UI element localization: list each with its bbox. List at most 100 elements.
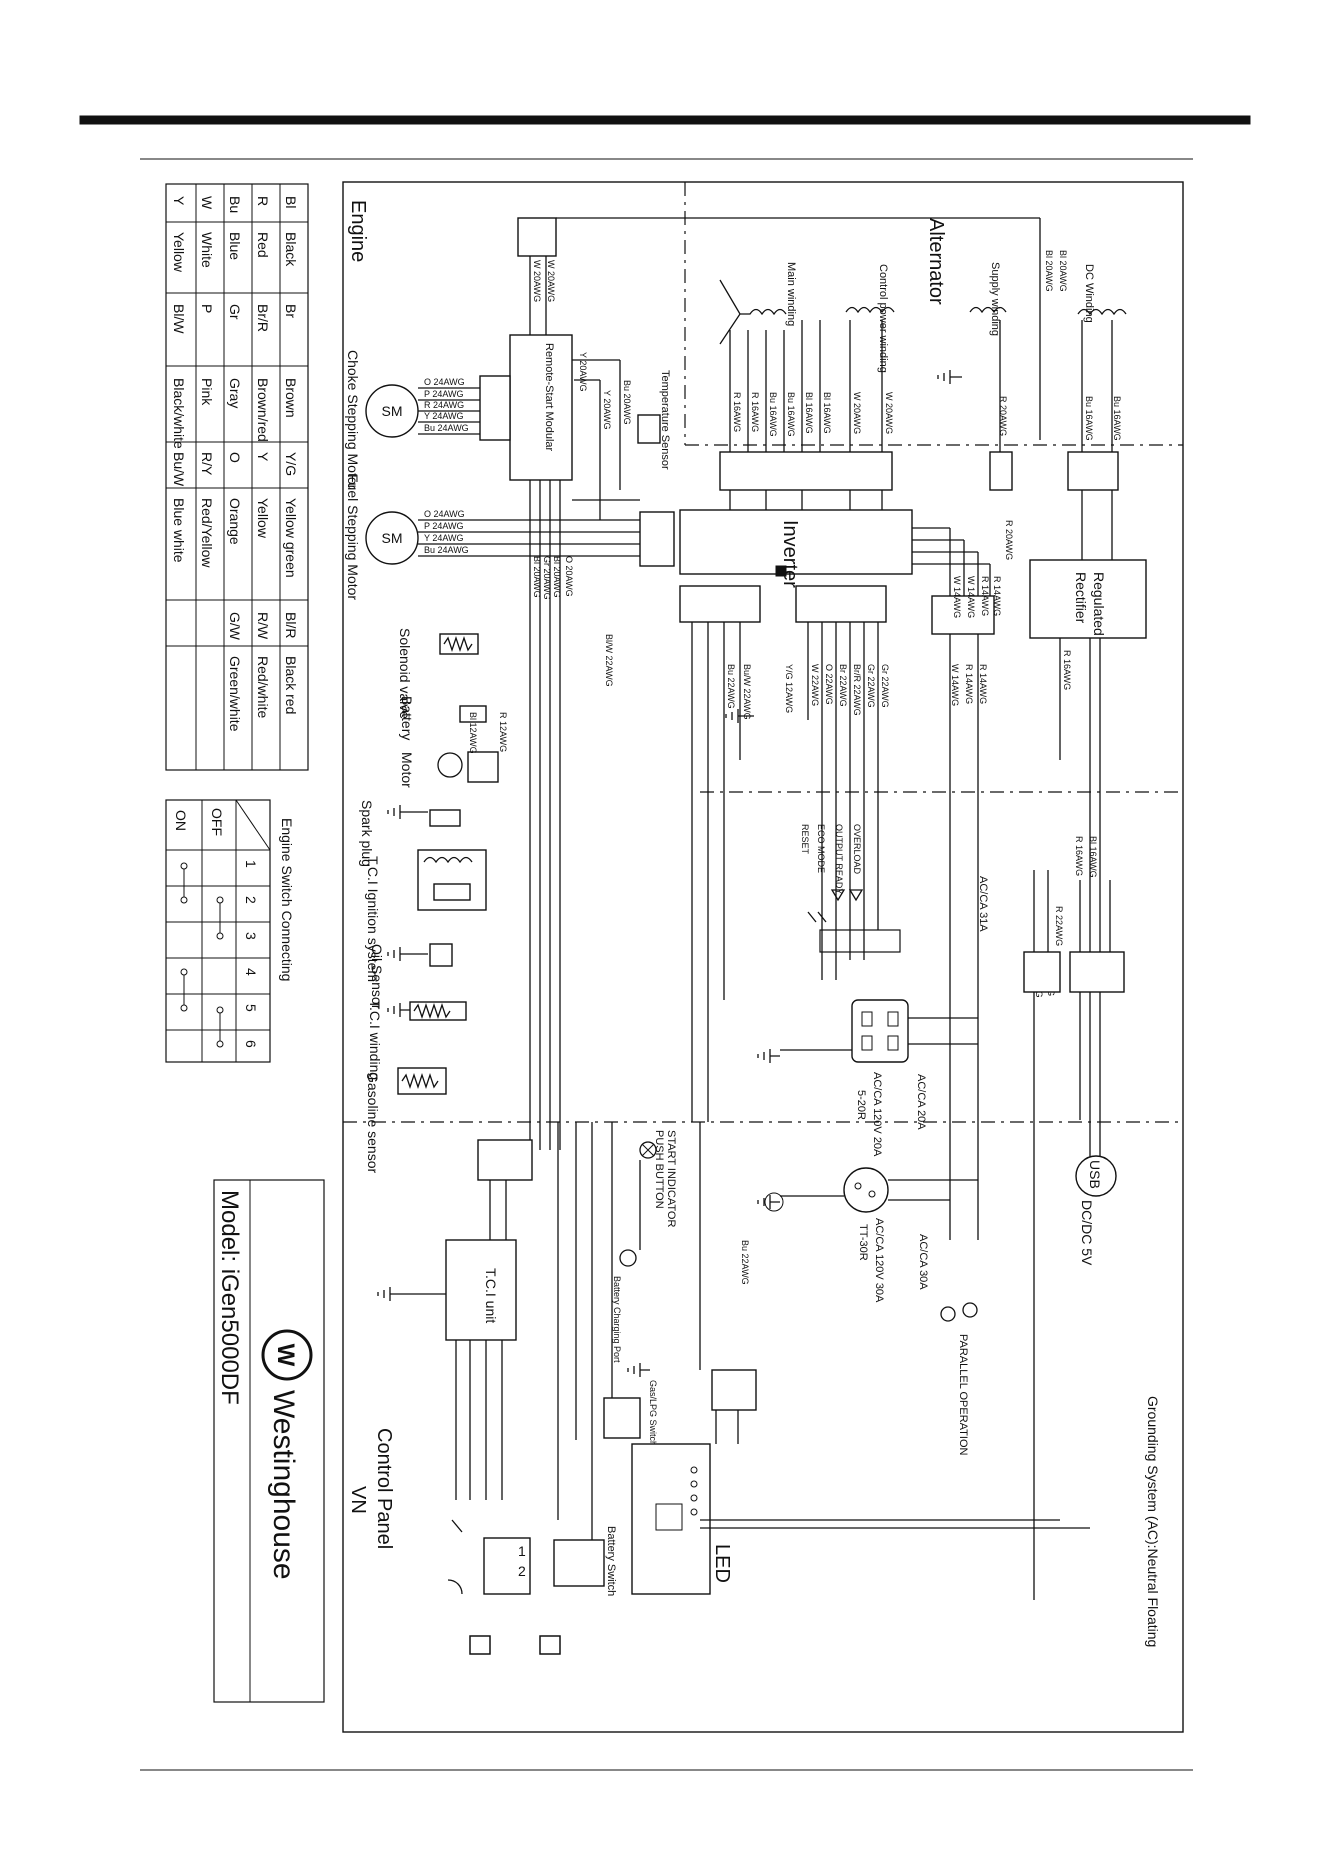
legend-cell: P: [199, 304, 215, 313]
rectifier-label-2: Rectifier: [1073, 572, 1089, 624]
logo-w-mark: W: [272, 1344, 299, 1367]
inverter-bottom-wire-label: R 14AWG: [978, 664, 988, 704]
switch-column-2: 2: [243, 896, 259, 904]
fuel-wire-label: P 24AWG: [424, 521, 464, 531]
choke-motor-label: Choke Stepping Motor: [345, 350, 361, 490]
oil-sensor-icon: [429, 943, 453, 967]
switch-row-on: ON: [173, 810, 189, 831]
outlet-30a: [843, 1167, 889, 1213]
parallel-terminal-2: [940, 1306, 956, 1322]
outlet-20a: [851, 999, 909, 1063]
legend-cell: R/W: [255, 612, 271, 640]
inverter-connector-left: [679, 585, 761, 623]
inverter-left-wire-label: O 20AWG: [564, 556, 574, 597]
switch-column-3: 3: [243, 932, 259, 940]
legend-cell: Blue white: [171, 498, 187, 563]
fuel-wire-label: Bu 24AWG: [424, 545, 469, 555]
switch-column-6: 6: [243, 1040, 259, 1048]
remote-start-label: Remote-Start Modular: [543, 343, 555, 452]
inverter-bottom-wire-label: Br/R 22AWG: [852, 664, 862, 716]
choke-wire-label: P 24AWG: [424, 389, 464, 399]
fuel-sm-label: SM: [382, 530, 403, 546]
misc-wire-label: Bl 12AWG: [468, 712, 478, 754]
switch-column-4: 4: [243, 968, 259, 976]
switch-column-1: 1: [243, 860, 259, 868]
legend-cell: White: [199, 232, 215, 268]
tci-ignition-label: T.C.I Ignition system: [365, 856, 381, 982]
misc-wire-label: R 16AWG: [1074, 836, 1084, 876]
usb-port-icon: [1075, 1155, 1117, 1197]
tci-unit-label: T.C.I unit: [483, 1268, 499, 1323]
choke-wire-label: R 24AWG: [424, 400, 464, 410]
main-winding-label: Main winding: [785, 262, 797, 326]
dc-winding-label: DC Winding: [1083, 264, 1095, 323]
inverter-block: [679, 509, 913, 575]
usb-rating-label: DC/DC 5V: [1079, 1200, 1095, 1266]
inverter-right-wire-label: W 14AWG: [966, 576, 976, 618]
inverter-connector-mid: [795, 585, 887, 623]
alternator-connector: [719, 451, 893, 491]
battery-icon: [459, 705, 487, 723]
parallel-terminal-1: [962, 1302, 978, 1318]
indicator-block: OVERLOAD OUTPUT READY ECO MODE RESET: [800, 824, 901, 953]
inverter-connector-right: [931, 595, 995, 635]
westinghouse-logo-icon: [261, 1329, 313, 1381]
temperature-sensor-label: Temperature Sensor: [659, 370, 671, 470]
inverter-bottom-wire-label: Gr 22AWG: [880, 664, 890, 708]
outlet-30a-type: TT-30R: [857, 1224, 869, 1261]
fuel-stepping-motor-icon: [365, 511, 419, 565]
starter-motor-icon: [437, 752, 463, 778]
misc-wire-label: R 20AWG: [1004, 520, 1014, 560]
gasoline-sensor-icon: [397, 1067, 447, 1095]
alternator-wire-label: Bl 16AWG: [822, 392, 832, 434]
legend-cell: Black/white: [171, 378, 187, 449]
start-indicator-label: START INDICATOR: [665, 1130, 677, 1227]
inverter-left-wire-label: Bl 20AWG: [552, 556, 562, 598]
battery-switch-label: Battery Switch: [605, 1526, 617, 1596]
tci-winding-label: T.C.I winding: [367, 1000, 383, 1080]
led-board: [631, 1443, 711, 1595]
outlet-20a-rating: AC/CA 120V 20A: [871, 1072, 883, 1157]
push-button-label: PUSH BUTTON: [653, 1130, 665, 1209]
switch-column-5: 5: [243, 1004, 259, 1012]
top-connector: [517, 217, 557, 257]
inverter-left-wire-label: Bl 20AWG: [532, 556, 542, 598]
eco-mode-label: ECO MODE: [816, 824, 826, 873]
control-panel-subtitle: VN: [347, 1486, 369, 1514]
gas-lpg-switch: [603, 1397, 641, 1439]
alternator-title: Alternator: [925, 218, 947, 305]
inverter-ground-marker: [775, 565, 787, 577]
fuel-wire-label: Y 24AWG: [424, 533, 464, 543]
supply-winding-connector: [989, 451, 1013, 491]
remote-start-module: [509, 334, 573, 481]
fuel-motor-connector: [639, 511, 675, 567]
inverter-bottom-wire-label: Bu 22AWG: [726, 664, 736, 709]
inverter-bottom-wire-label: R 14AWG: [964, 664, 974, 704]
misc-wire-label: R 22AWG: [1054, 906, 1064, 946]
misc-wire-label: Bl 20AWG: [1058, 250, 1068, 292]
engine-title: Engine: [347, 200, 369, 262]
misc-wire-label: Bu 16AWG: [1112, 396, 1122, 441]
legend-cell: Bl: [283, 196, 299, 208]
misc-wire-label: Bu 22AWG: [740, 1240, 750, 1285]
inverter-label: Inverter: [779, 520, 801, 588]
misc-wire-label: R 16AWG: [1062, 650, 1072, 690]
battery-charging-port-icon: [619, 1249, 637, 1267]
reset-label: RESET: [800, 824, 810, 855]
solenoid-valve-label: Solenoid valve: [397, 628, 413, 719]
choke-wire-label: Y 24AWG: [424, 411, 464, 421]
alternator-wire-label: Bl 16AWG: [804, 392, 814, 434]
legend-cell: Bu: [227, 196, 243, 213]
legend-cell: G/W: [227, 612, 243, 641]
misc-wire-label: Bl/W 22AWG: [604, 634, 614, 687]
outlet-ground-connector-a: [1069, 951, 1125, 993]
legend-cell: Y: [255, 452, 271, 462]
outlet-30a-rating: AC/CA 120V 30A: [873, 1218, 885, 1303]
gasoline-sensor-label: Gasoline sensor: [365, 1072, 381, 1174]
main-winding-coil: [719, 279, 787, 345]
